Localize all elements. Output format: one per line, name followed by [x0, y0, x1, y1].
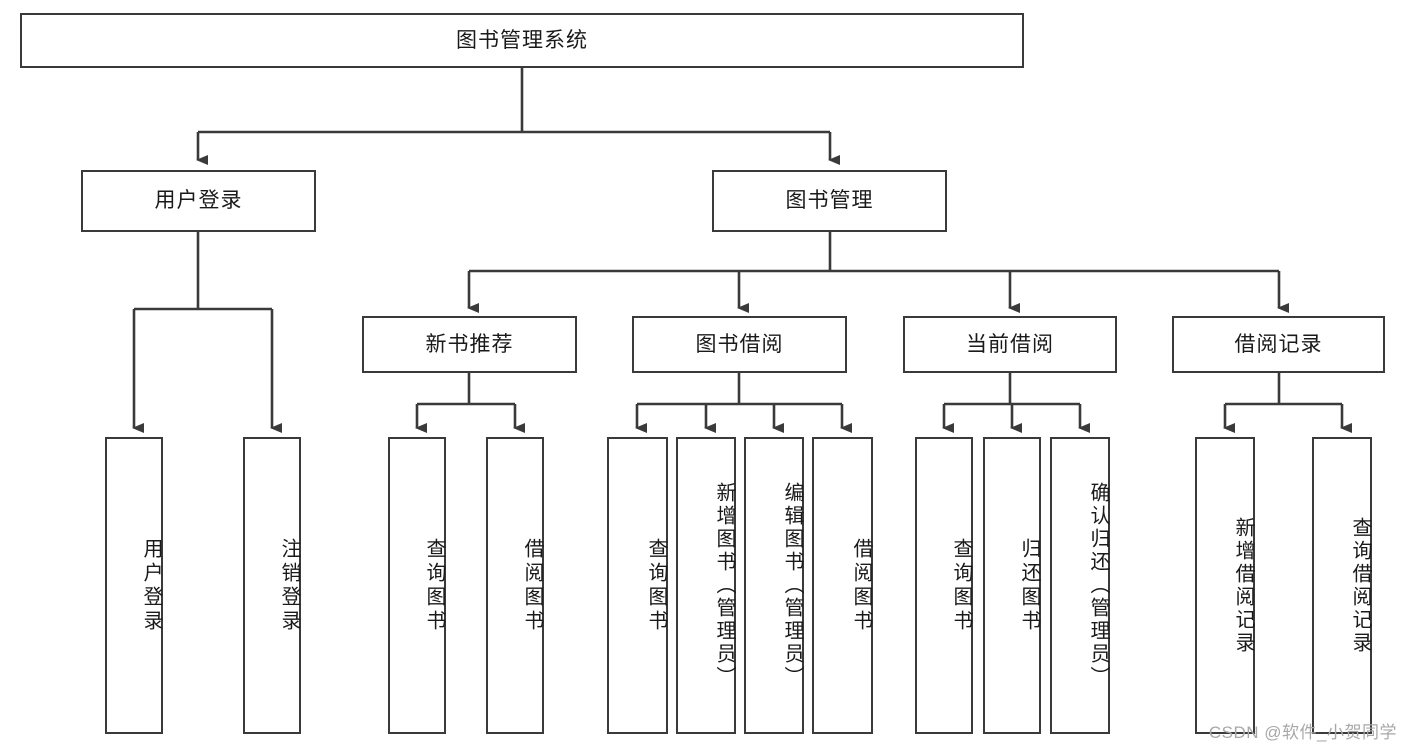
csdn-watermark: CSDN @软件_小贺同学 — [1208, 723, 1397, 742]
leaf-add-borrow-record[interactable]: 新增借阅记录 — [1195, 437, 1255, 734]
node-label: 查询借阅记录 — [1349, 516, 1371, 655]
leaf-user-logout[interactable]: 注销登录 — [243, 437, 301, 734]
node-label: 新增借阅记录 — [1232, 516, 1254, 655]
node-current-borrow[interactable]: 当前借阅 — [903, 316, 1117, 373]
node-book-borrow[interactable]: 图书借阅 — [632, 316, 847, 373]
leaf-confirm-return-admin[interactable]: 确认归还（管理员） — [1050, 437, 1110, 734]
leaf-query-borrow-record[interactable]: 查询借阅记录 — [1312, 437, 1372, 734]
node-label: 图书借阅 — [695, 332, 784, 356]
leaf-add-book-admin[interactable]: 新增图书（管理员） — [676, 437, 736, 734]
node-user-login[interactable]: 用户登录 — [81, 170, 316, 232]
node-label: 确认归还（管理员） — [1087, 482, 1109, 689]
node-label: 查询图书 — [950, 537, 972, 634]
node-label: 注销登录 — [278, 537, 300, 634]
leaf-borrow-book-recommend[interactable]: 借阅图书 — [486, 437, 544, 734]
node-label: 用户登录 — [154, 189, 243, 213]
node-new-book-recommend[interactable]: 新书推荐 — [362, 316, 577, 373]
node-label: 图书管理系统 — [456, 28, 588, 52]
node-label: 查询图书 — [645, 537, 667, 634]
node-root-system[interactable]: 图书管理系统 — [20, 13, 1024, 68]
leaf-user-login[interactable]: 用户登录 — [105, 437, 163, 734]
leaf-edit-book-admin[interactable]: 编辑图书（管理员） — [744, 437, 804, 734]
leaf-query-book-borrow[interactable]: 查询图书 — [607, 437, 668, 734]
node-label: 归还图书 — [1018, 537, 1040, 634]
leaf-return-book[interactable]: 归还图书 — [983, 437, 1041, 734]
node-label: 图书管理 — [785, 189, 874, 213]
leaf-borrow-book-borrow[interactable]: 借阅图书 — [812, 437, 873, 734]
node-label: 新书推荐 — [425, 332, 514, 356]
node-label: 借阅图书 — [521, 537, 543, 634]
leaf-query-book-recommend[interactable]: 查询图书 — [388, 437, 446, 734]
leaf-query-book-current[interactable]: 查询图书 — [915, 437, 973, 734]
node-label: 当前借阅 — [966, 332, 1054, 356]
node-label: 编辑图书（管理员） — [781, 482, 803, 689]
node-label: 用户登录 — [140, 537, 162, 634]
node-label: 查询图书 — [423, 537, 445, 634]
node-label: 借阅图书 — [850, 537, 872, 634]
node-label: 借阅记录 — [1234, 332, 1323, 356]
node-borrow-record[interactable]: 借阅记录 — [1172, 316, 1385, 373]
node-label: 新增图书（管理员） — [713, 482, 735, 689]
node-book-management[interactable]: 图书管理 — [712, 170, 947, 232]
